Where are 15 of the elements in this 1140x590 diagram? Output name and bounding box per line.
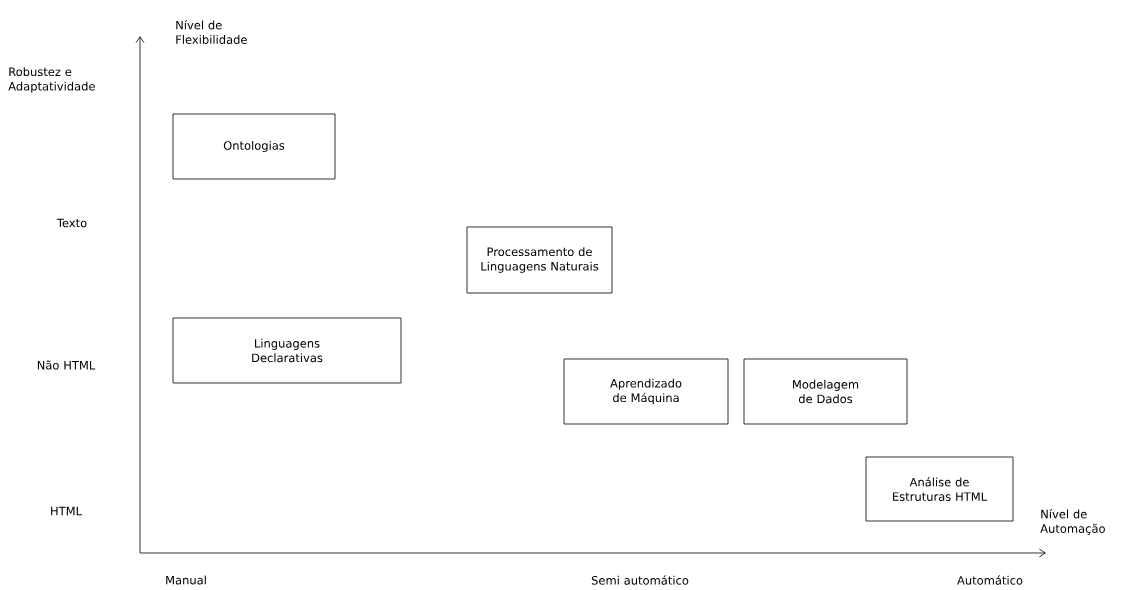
axis-label: Não HTML xyxy=(37,360,96,370)
axis-label: Semi automático xyxy=(591,575,689,585)
axis-label: HTML xyxy=(51,506,82,516)
process-box: Processamento de Linguagens Naturais xyxy=(466,226,613,294)
axis-label: Automático xyxy=(957,575,1023,585)
process-box: Linguagens Declarativas xyxy=(172,317,402,384)
process-box: Modelagem de Dados xyxy=(743,358,908,425)
process-box: Ontologias xyxy=(172,113,336,180)
axis-label: Nível de Automação xyxy=(1040,509,1105,535)
axis-label: Nível de Flexibilidade xyxy=(176,20,247,44)
axis-label: Robustez e Adaptatividade xyxy=(8,67,95,93)
axis-label: Texto xyxy=(56,218,87,228)
process-box: Aprendizado de Máquina xyxy=(563,358,729,425)
axis-label: Manual xyxy=(166,575,206,585)
process-box: Análise de Estruturas HTML xyxy=(865,456,1014,522)
